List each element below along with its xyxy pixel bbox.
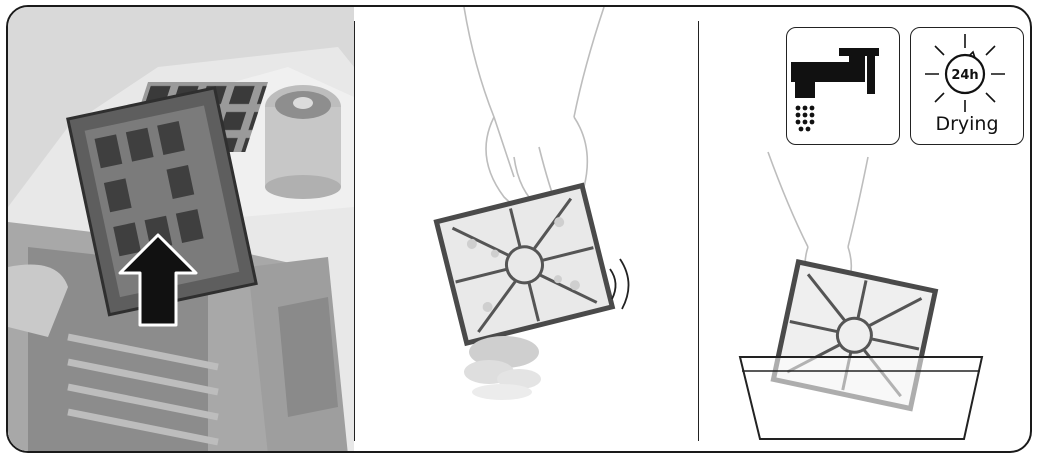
instruction-frame: 24h Drying xyxy=(6,5,1032,453)
sun-drying-icon: 24h Drying xyxy=(910,27,1024,145)
step-tap-out-panel xyxy=(354,7,698,451)
step-remove-filter-panel xyxy=(8,7,354,451)
drying-duration: 24h xyxy=(951,68,978,83)
filter-tapping-illustration xyxy=(354,7,698,451)
vacuum-open-illustration xyxy=(8,7,354,451)
step-rinse-dry-panel: 24h Drying xyxy=(698,7,1032,451)
tap-water-icon xyxy=(786,27,900,145)
drying-label: Drying xyxy=(911,113,1023,135)
